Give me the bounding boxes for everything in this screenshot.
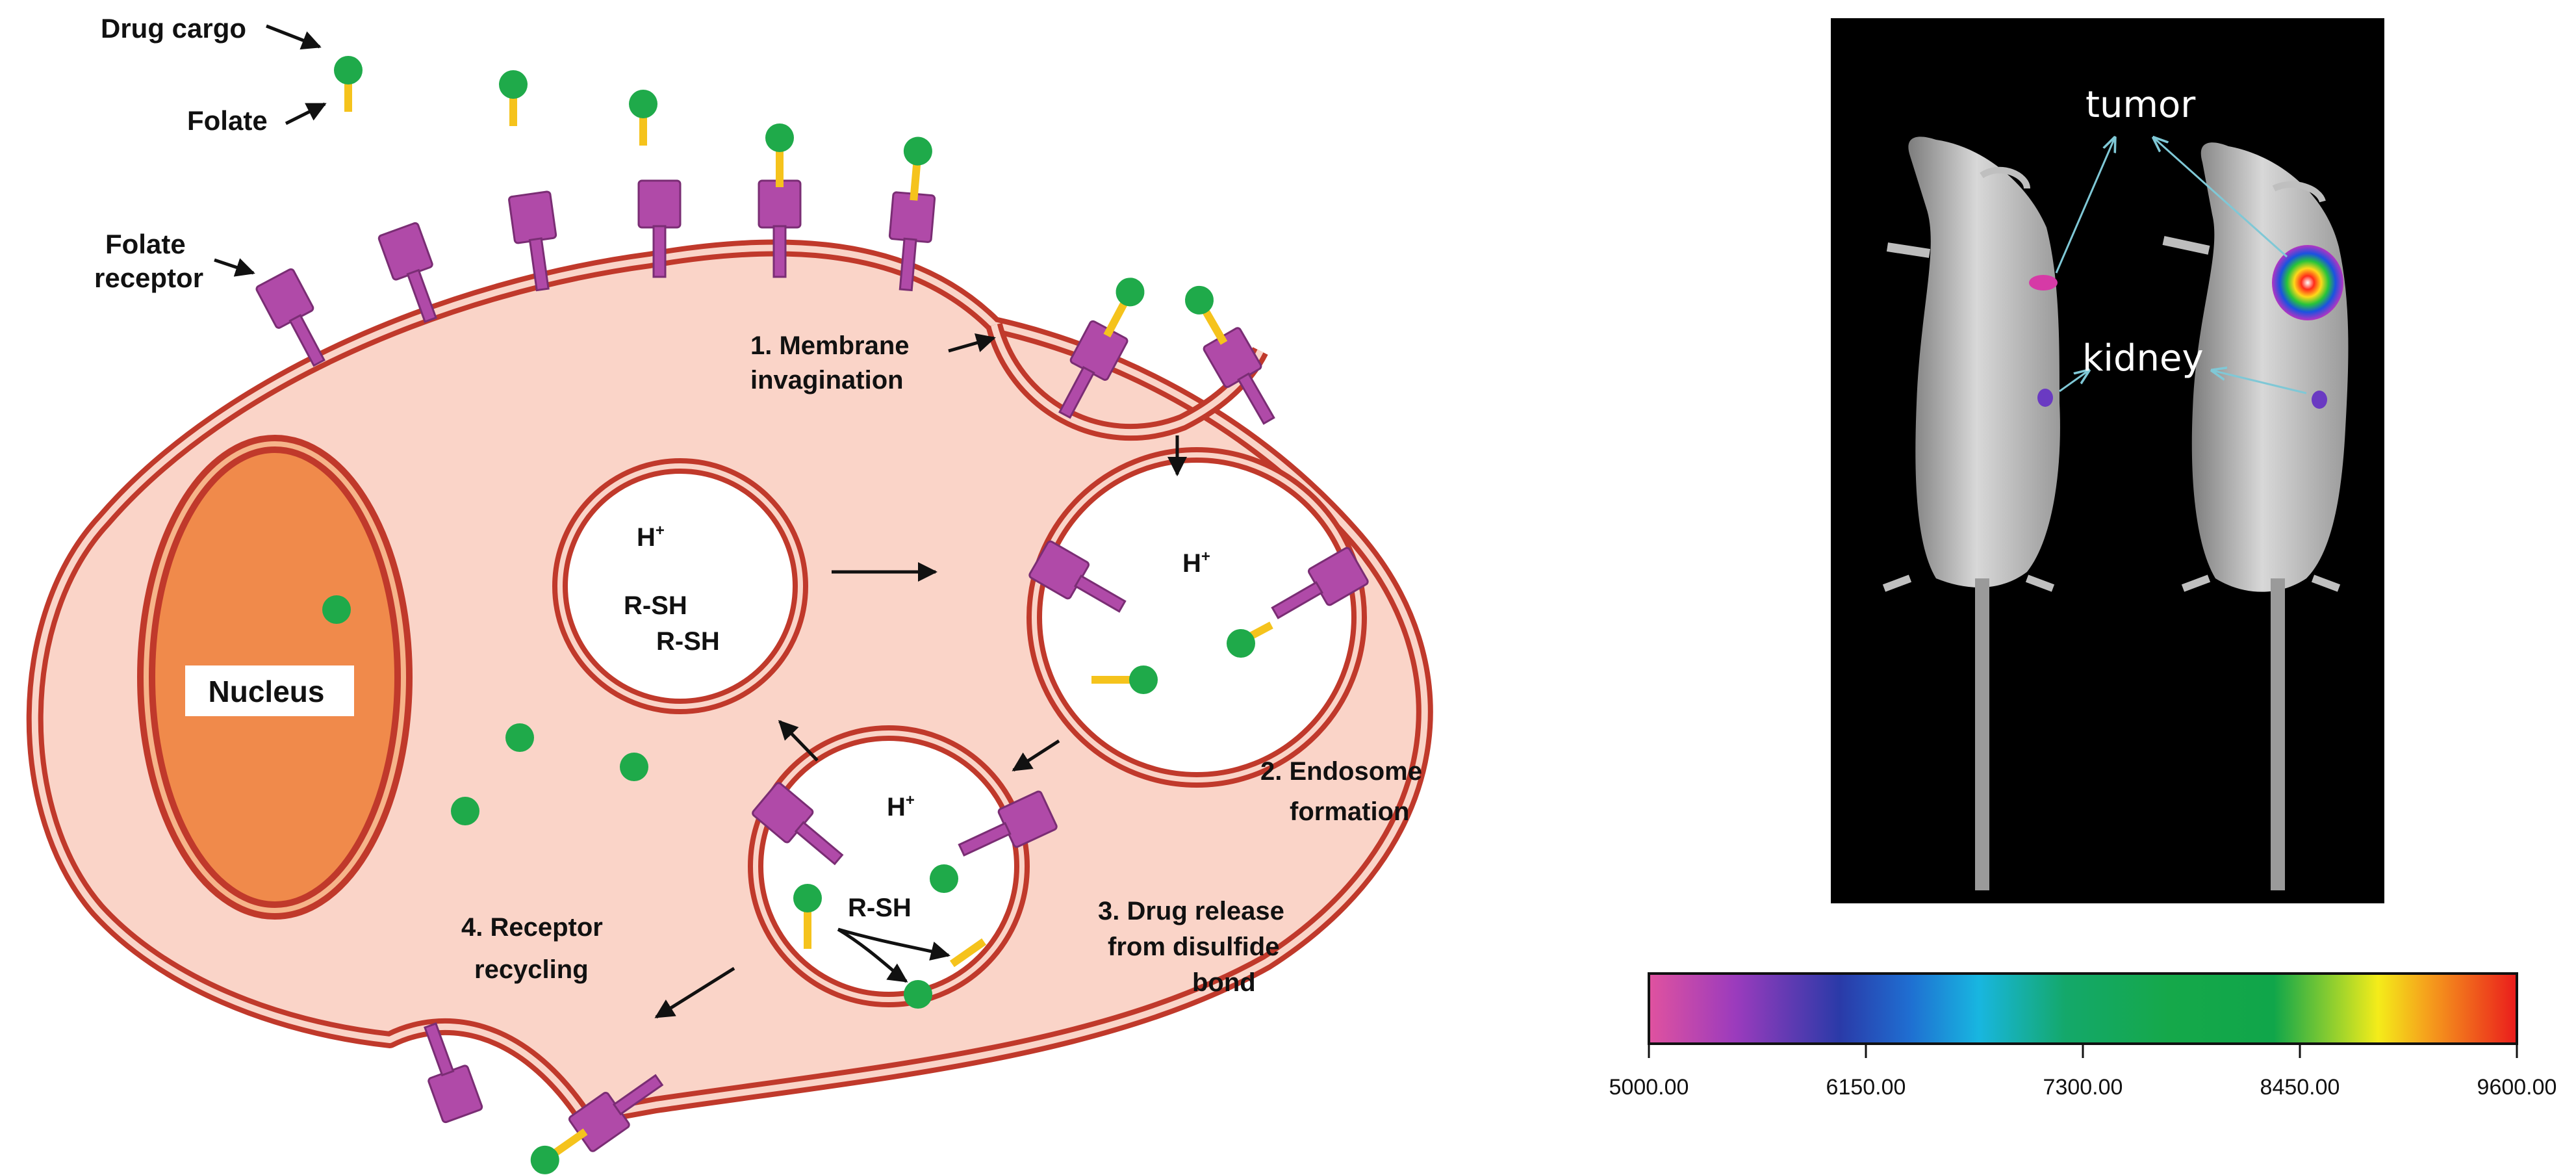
cell: Nucleus H+ R-SH R-SH H+	[26, 122, 1433, 1175]
drug	[505, 723, 534, 752]
kidney-signal-left	[2037, 389, 2053, 407]
label-step3-2: from disulfide	[1108, 933, 1279, 961]
color-scale-tick-label: 5000.00	[1609, 1075, 1689, 1100]
tumor-signal-left	[2029, 275, 2058, 291]
free-folate	[1091, 665, 1158, 694]
released-drug	[904, 980, 932, 1009]
label-tumor: tumor	[2085, 84, 2196, 126]
label-step2-1: 2. Endosome	[1260, 757, 1422, 786]
folate-cleaved	[793, 884, 822, 949]
label-folate-receptor-1: Folate	[105, 229, 186, 259]
label-folate-receptor-2: receptor	[94, 263, 203, 293]
endosome-empty: H+ R-SH R-SH	[552, 458, 808, 714]
label-step3-1: 3. Drug release	[1098, 897, 1284, 925]
mouse-left	[1882, 136, 2060, 890]
endosome-a-rsh-1: R-SH	[624, 591, 687, 620]
endosome-c-hplus: H+	[887, 792, 915, 821]
label-folate: Folate	[187, 105, 268, 136]
color-scale-bar	[1648, 972, 2518, 1045]
label-step4-2: recycling	[474, 955, 589, 984]
mouse-right	[2162, 142, 2349, 890]
label-step2-2: formation	[1290, 797, 1409, 826]
process-arrows	[214, 24, 1187, 1019]
endosome-c-rsh: R-SH	[848, 894, 912, 922]
endosome-forming: H+	[1027, 447, 1370, 788]
label-step1-1: 1. Membrane	[750, 331, 910, 360]
endosome-release: H+ R-SH	[748, 725, 1059, 1009]
color-scale-tick-label: 9600.00	[2477, 1075, 2557, 1100]
folate-drug-conjugate	[629, 90, 657, 146]
color-scale-tick-label: 7300.00	[2043, 1075, 2123, 1100]
color-scale: 5000.00 6150.00 7300.00 8450.00 9600.00	[1609, 972, 2557, 1100]
color-scale-tick-label: 6150.00	[1826, 1075, 1906, 1100]
nucleus: Nucleus	[137, 435, 413, 920]
label-kidney: kidney	[2082, 337, 2204, 380]
in-vivo-image: tumor kidney	[1831, 18, 2384, 903]
receptor-bound-folate	[1227, 621, 1273, 658]
label-step3-3: bond	[1192, 968, 1256, 997]
label-step4-1: 4. Receptor	[461, 913, 603, 942]
endosome-a-hplus: H+	[637, 522, 665, 552]
folate-fragment	[949, 938, 987, 968]
drug	[451, 797, 479, 825]
drug	[930, 864, 958, 893]
label-step1-2: invagination	[750, 366, 904, 394]
kidney-signal-right	[2312, 391, 2327, 409]
tumor-signal-right	[2272, 245, 2343, 320]
endosome-a-rsh-2: R-SH	[656, 627, 720, 656]
drug	[322, 595, 351, 624]
label-drug-cargo: Drug cargo	[101, 13, 246, 44]
color-scale-tick-label: 8450.00	[2260, 1075, 2340, 1100]
endosome-b-hplus: H+	[1182, 548, 1210, 578]
folate-drug-conjugate	[499, 70, 528, 126]
drug	[620, 753, 648, 781]
folate-drug-conjugate	[334, 56, 363, 112]
nucleus-label: Nucleus	[209, 675, 325, 708]
